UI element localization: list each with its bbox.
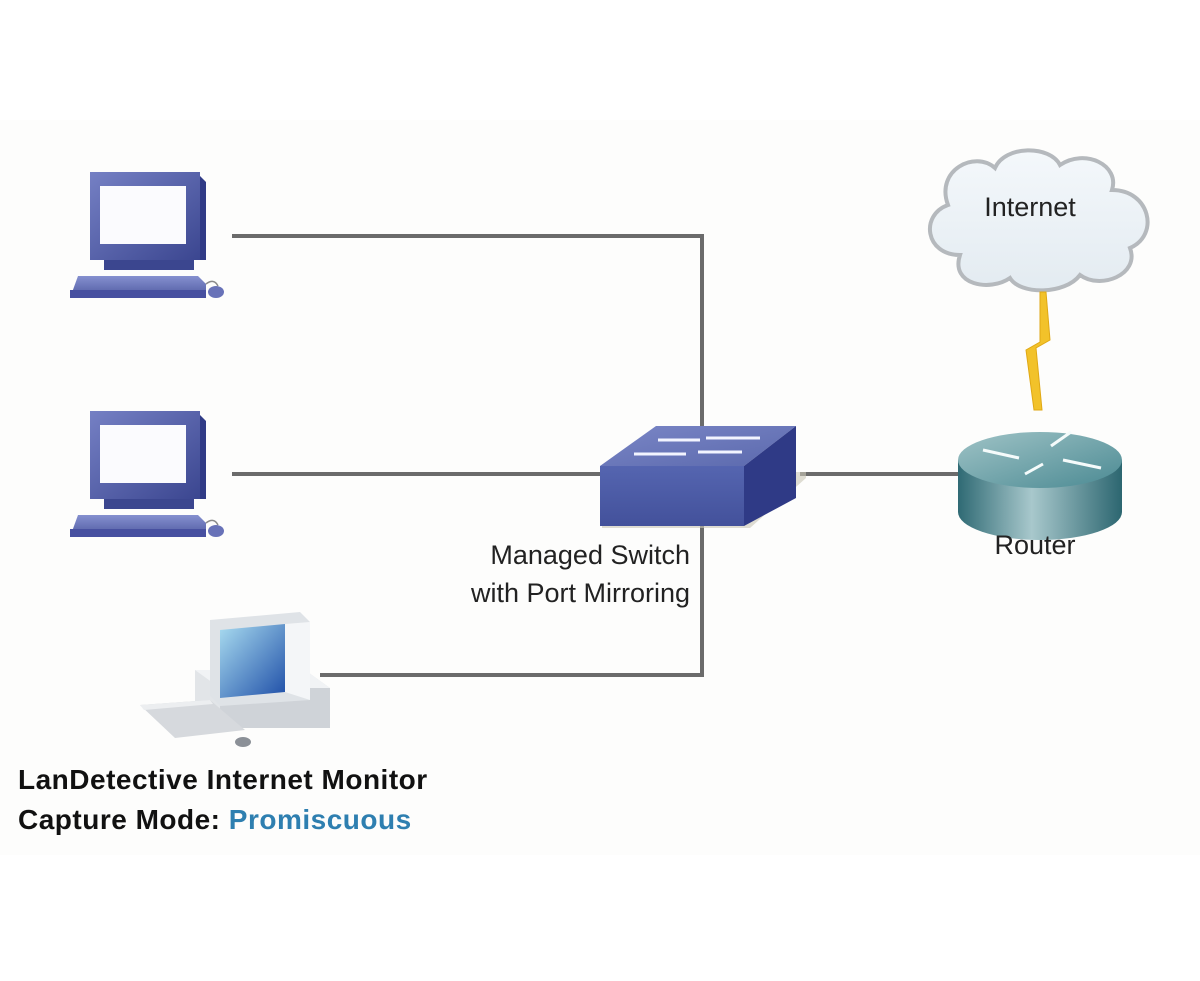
capture-mode-value: Promiscuous	[228, 804, 412, 835]
cloud-icon	[927, 148, 1150, 293]
network-switch-icon	[600, 426, 806, 528]
connections	[232, 234, 960, 677]
switch-label-line-2: with Port Mirroring	[470, 578, 690, 608]
switch-label-line-1: Managed Switch	[490, 540, 690, 570]
router-label: Router	[994, 530, 1076, 560]
internet-label: Internet	[984, 192, 1076, 222]
capture-mode-line: Capture Mode: Promiscuous	[18, 800, 498, 840]
router-icon	[958, 430, 1122, 540]
switch-label: Managed Switch with Port Mirroring	[400, 536, 690, 612]
switch-arrows-icon	[634, 436, 760, 456]
monitor-title: LanDetective Internet Monitor	[18, 764, 428, 795]
capture-mode-label: Capture Mode:	[18, 804, 229, 835]
desktop-computer-icon	[70, 411, 224, 537]
monitor-caption: LanDetective Internet Monitor Capture Mo…	[18, 760, 498, 840]
monitoring-computer-icon	[140, 612, 330, 747]
desktop-computer-icon	[70, 172, 224, 298]
router-arrows-icon	[982, 430, 1102, 476]
lightning-bolt-icon	[1025, 291, 1051, 411]
